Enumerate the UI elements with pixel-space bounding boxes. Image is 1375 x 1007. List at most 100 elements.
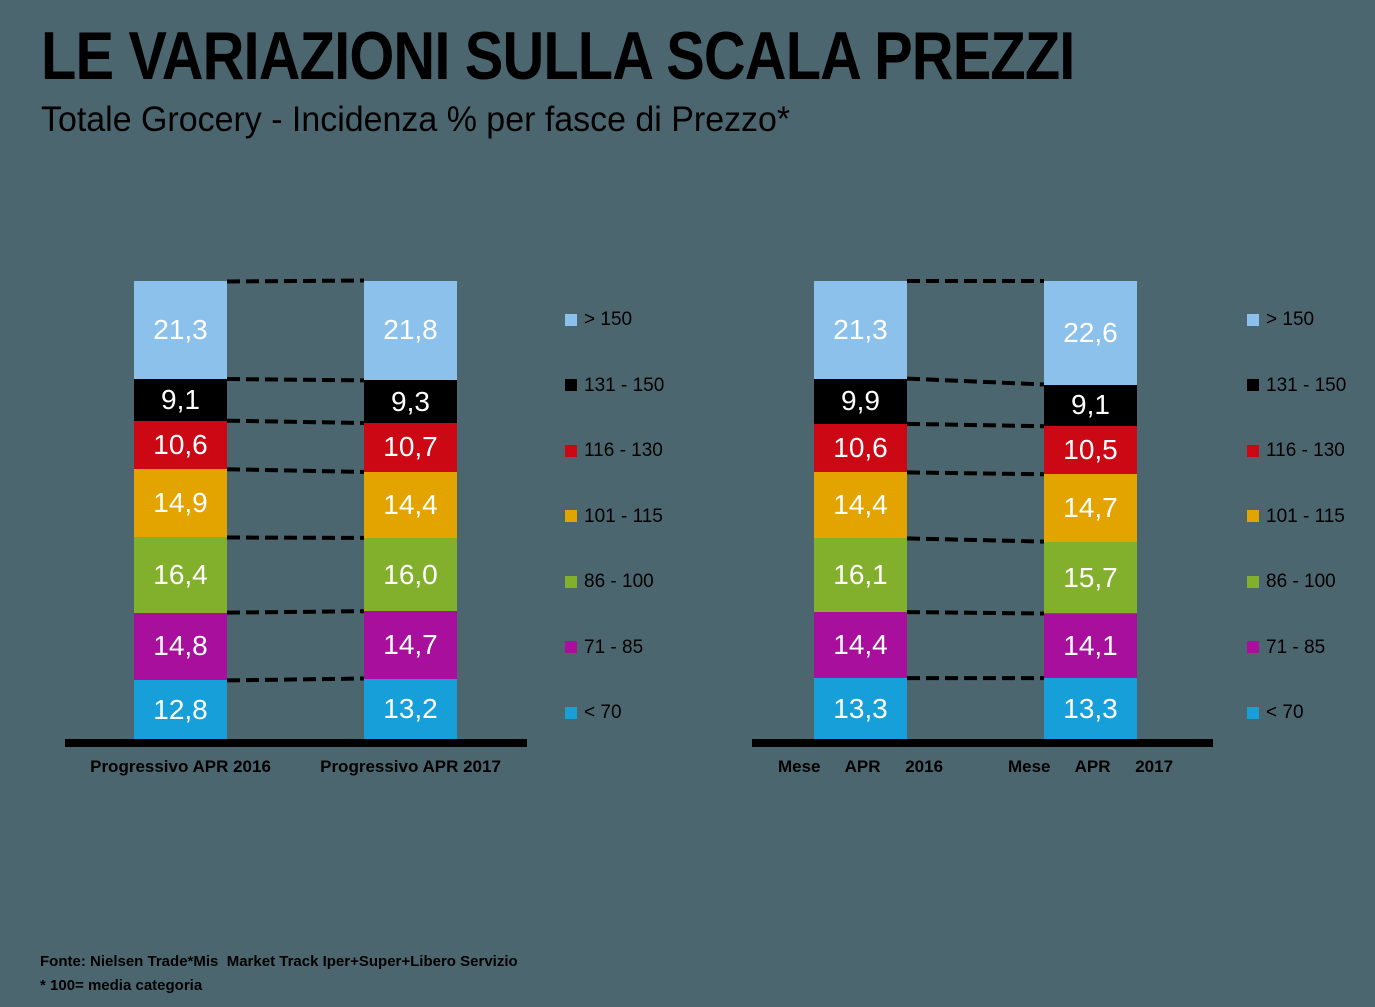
- connector-dashed-line: [226, 377, 365, 383]
- legend-label: 116 - 130: [1266, 440, 1345, 462]
- legend-item: < 70: [1247, 680, 1375, 746]
- legend-swatch: [1247, 641, 1259, 654]
- connector-dashed-line: [226, 609, 365, 615]
- legend-label: 86 - 100: [1266, 571, 1336, 593]
- bar-segment-label: 10,7: [383, 431, 438, 463]
- bar-segment: 13,3: [1044, 678, 1137, 739]
- legend: > 150 131 - 150 116 - 130 101 - 115 86 - 100…: [565, 287, 715, 746]
- bar-segment-label: 14,7: [383, 628, 438, 660]
- bar-segment-label: 16,0: [383, 558, 438, 590]
- bar-segment-label: 15,7: [1063, 561, 1118, 593]
- bar-segment: 14,7: [1044, 474, 1137, 542]
- legend-item: 131 - 150: [1247, 353, 1375, 419]
- connector-dashed-line: [906, 536, 1045, 544]
- bar-segment-label: 10,5: [1063, 434, 1118, 466]
- bar-segment-label: 13,3: [833, 692, 888, 724]
- bar-segment: 12,8: [134, 680, 227, 739]
- bar-segment: 10,6: [134, 420, 227, 470]
- legend-swatch: [565, 510, 577, 523]
- bar-segment: 16,4: [134, 537, 227, 613]
- bar-segment-label: 21,3: [833, 313, 888, 345]
- page-title: LE VARIAZIONI SULLA SCALA PREZZI: [41, 18, 1075, 94]
- bar-segment-label: 14,4: [383, 488, 438, 520]
- bar-segment-label: 21,8: [383, 314, 438, 346]
- legend-swatch: [565, 575, 577, 588]
- bar-segment: 14,1: [1044, 613, 1137, 679]
- legend-item: < 70: [565, 680, 715, 746]
- bar-segment-label: 14,8: [153, 630, 208, 662]
- bar-segment: 21,3: [134, 281, 227, 379]
- axis-line: [65, 739, 527, 747]
- connector-dashed-line: [906, 376, 1045, 387]
- legend-swatch: [1247, 444, 1259, 457]
- bar-segment-label: 14,4: [833, 489, 888, 521]
- legend-label: 71 - 85: [1266, 636, 1326, 658]
- bar-segment-label: 14,1: [1063, 629, 1118, 661]
- legend-swatch: [565, 379, 577, 392]
- bar-segment: 10,5: [1044, 426, 1137, 475]
- legend-item: 101 - 115: [1247, 484, 1375, 550]
- legend-item: > 150: [565, 287, 715, 353]
- connector-dashed-line: [226, 278, 365, 284]
- category-label: Progressivo APR 2017: [320, 757, 501, 776]
- bar-segment: 13,3: [814, 678, 907, 739]
- bar-segment-label: 16,1: [833, 559, 888, 591]
- page-subtitle: Totale Grocery - Incidenza % per fasce d…: [41, 100, 791, 139]
- legend-label: 131 - 150: [584, 374, 665, 396]
- bar-segment-label: 9,3: [391, 385, 430, 417]
- bar-segment: 9,9: [814, 378, 907, 424]
- legend-swatch: [1247, 575, 1259, 588]
- legend-swatch: [565, 313, 577, 326]
- bar-segment: 14,7: [364, 611, 457, 679]
- legend-label: 86 - 100: [584, 571, 654, 593]
- bar-segment: 14,4: [814, 472, 907, 539]
- bar-segment-label: 22,6: [1063, 316, 1118, 348]
- bar-segment-label: 21,3: [153, 314, 208, 346]
- bar-segment: 15,7: [1044, 541, 1137, 614]
- bar-segment-label: 9,9: [841, 385, 880, 417]
- legend-label: 101 - 115: [584, 505, 663, 527]
- bar-segment-label: 14,4: [833, 629, 888, 661]
- bar-segment: 16,1: [814, 538, 907, 613]
- bar-segment: 14,4: [364, 471, 457, 538]
- legend-item: 101 - 115: [565, 484, 715, 550]
- legend-item: 71 - 85: [565, 615, 715, 681]
- bar-segment-label: 9,1: [1071, 389, 1110, 421]
- legend-label: > 150: [1266, 309, 1315, 331]
- bar-segment-label: 12,8: [153, 693, 208, 725]
- category-label: Progressivo APR 2016: [90, 757, 271, 776]
- legend-label: 116 - 130: [584, 440, 663, 462]
- category-label: Mese APR 2016: [777, 757, 944, 776]
- legend-swatch: [565, 641, 577, 654]
- legend-label: 131 - 150: [1266, 374, 1347, 396]
- legend-item: 86 - 100: [565, 549, 715, 615]
- connector-dashed-line: [906, 421, 1045, 429]
- connector-dashed-line: [226, 418, 365, 425]
- connector-dashed-line: [906, 610, 1045, 616]
- bar-segment-label: 16,4: [153, 559, 208, 591]
- bar-segment-label: 9,1: [161, 383, 200, 415]
- connector-dashed-line: [906, 470, 1045, 477]
- bar-segment: 14,8: [134, 612, 227, 681]
- legend-item: 86 - 100: [1247, 549, 1375, 615]
- bar-segment: 21,8: [364, 280, 457, 381]
- legend: > 150 131 - 150 116 - 130 101 - 115 86 - 100…: [1247, 287, 1375, 746]
- bar-segment-label: 13,2: [383, 692, 438, 724]
- legend-label: 71 - 85: [584, 636, 644, 658]
- bar-segment: 16,0: [364, 537, 457, 612]
- bar-segment-label: 13,3: [1063, 692, 1118, 724]
- bar-segment: 9,1: [1044, 384, 1137, 427]
- legend-label: 101 - 115: [1266, 505, 1345, 527]
- bar-segment: 21,3: [814, 281, 907, 379]
- legend-label: < 70: [1266, 702, 1304, 724]
- legend-swatch: [1247, 379, 1259, 392]
- axis-line: [752, 739, 1213, 747]
- footer-source: Fonte: Nielsen Trade*Mis Market Track Ip…: [40, 953, 518, 970]
- bar-segment-label: 10,6: [833, 432, 888, 464]
- bar-segment: 22,6: [1044, 281, 1137, 385]
- legend-label: > 150: [584, 309, 633, 331]
- category-label: Mese APR 2017: [1007, 757, 1174, 776]
- legend-item: 71 - 85: [1247, 615, 1375, 681]
- legend-item: > 150: [1247, 287, 1375, 353]
